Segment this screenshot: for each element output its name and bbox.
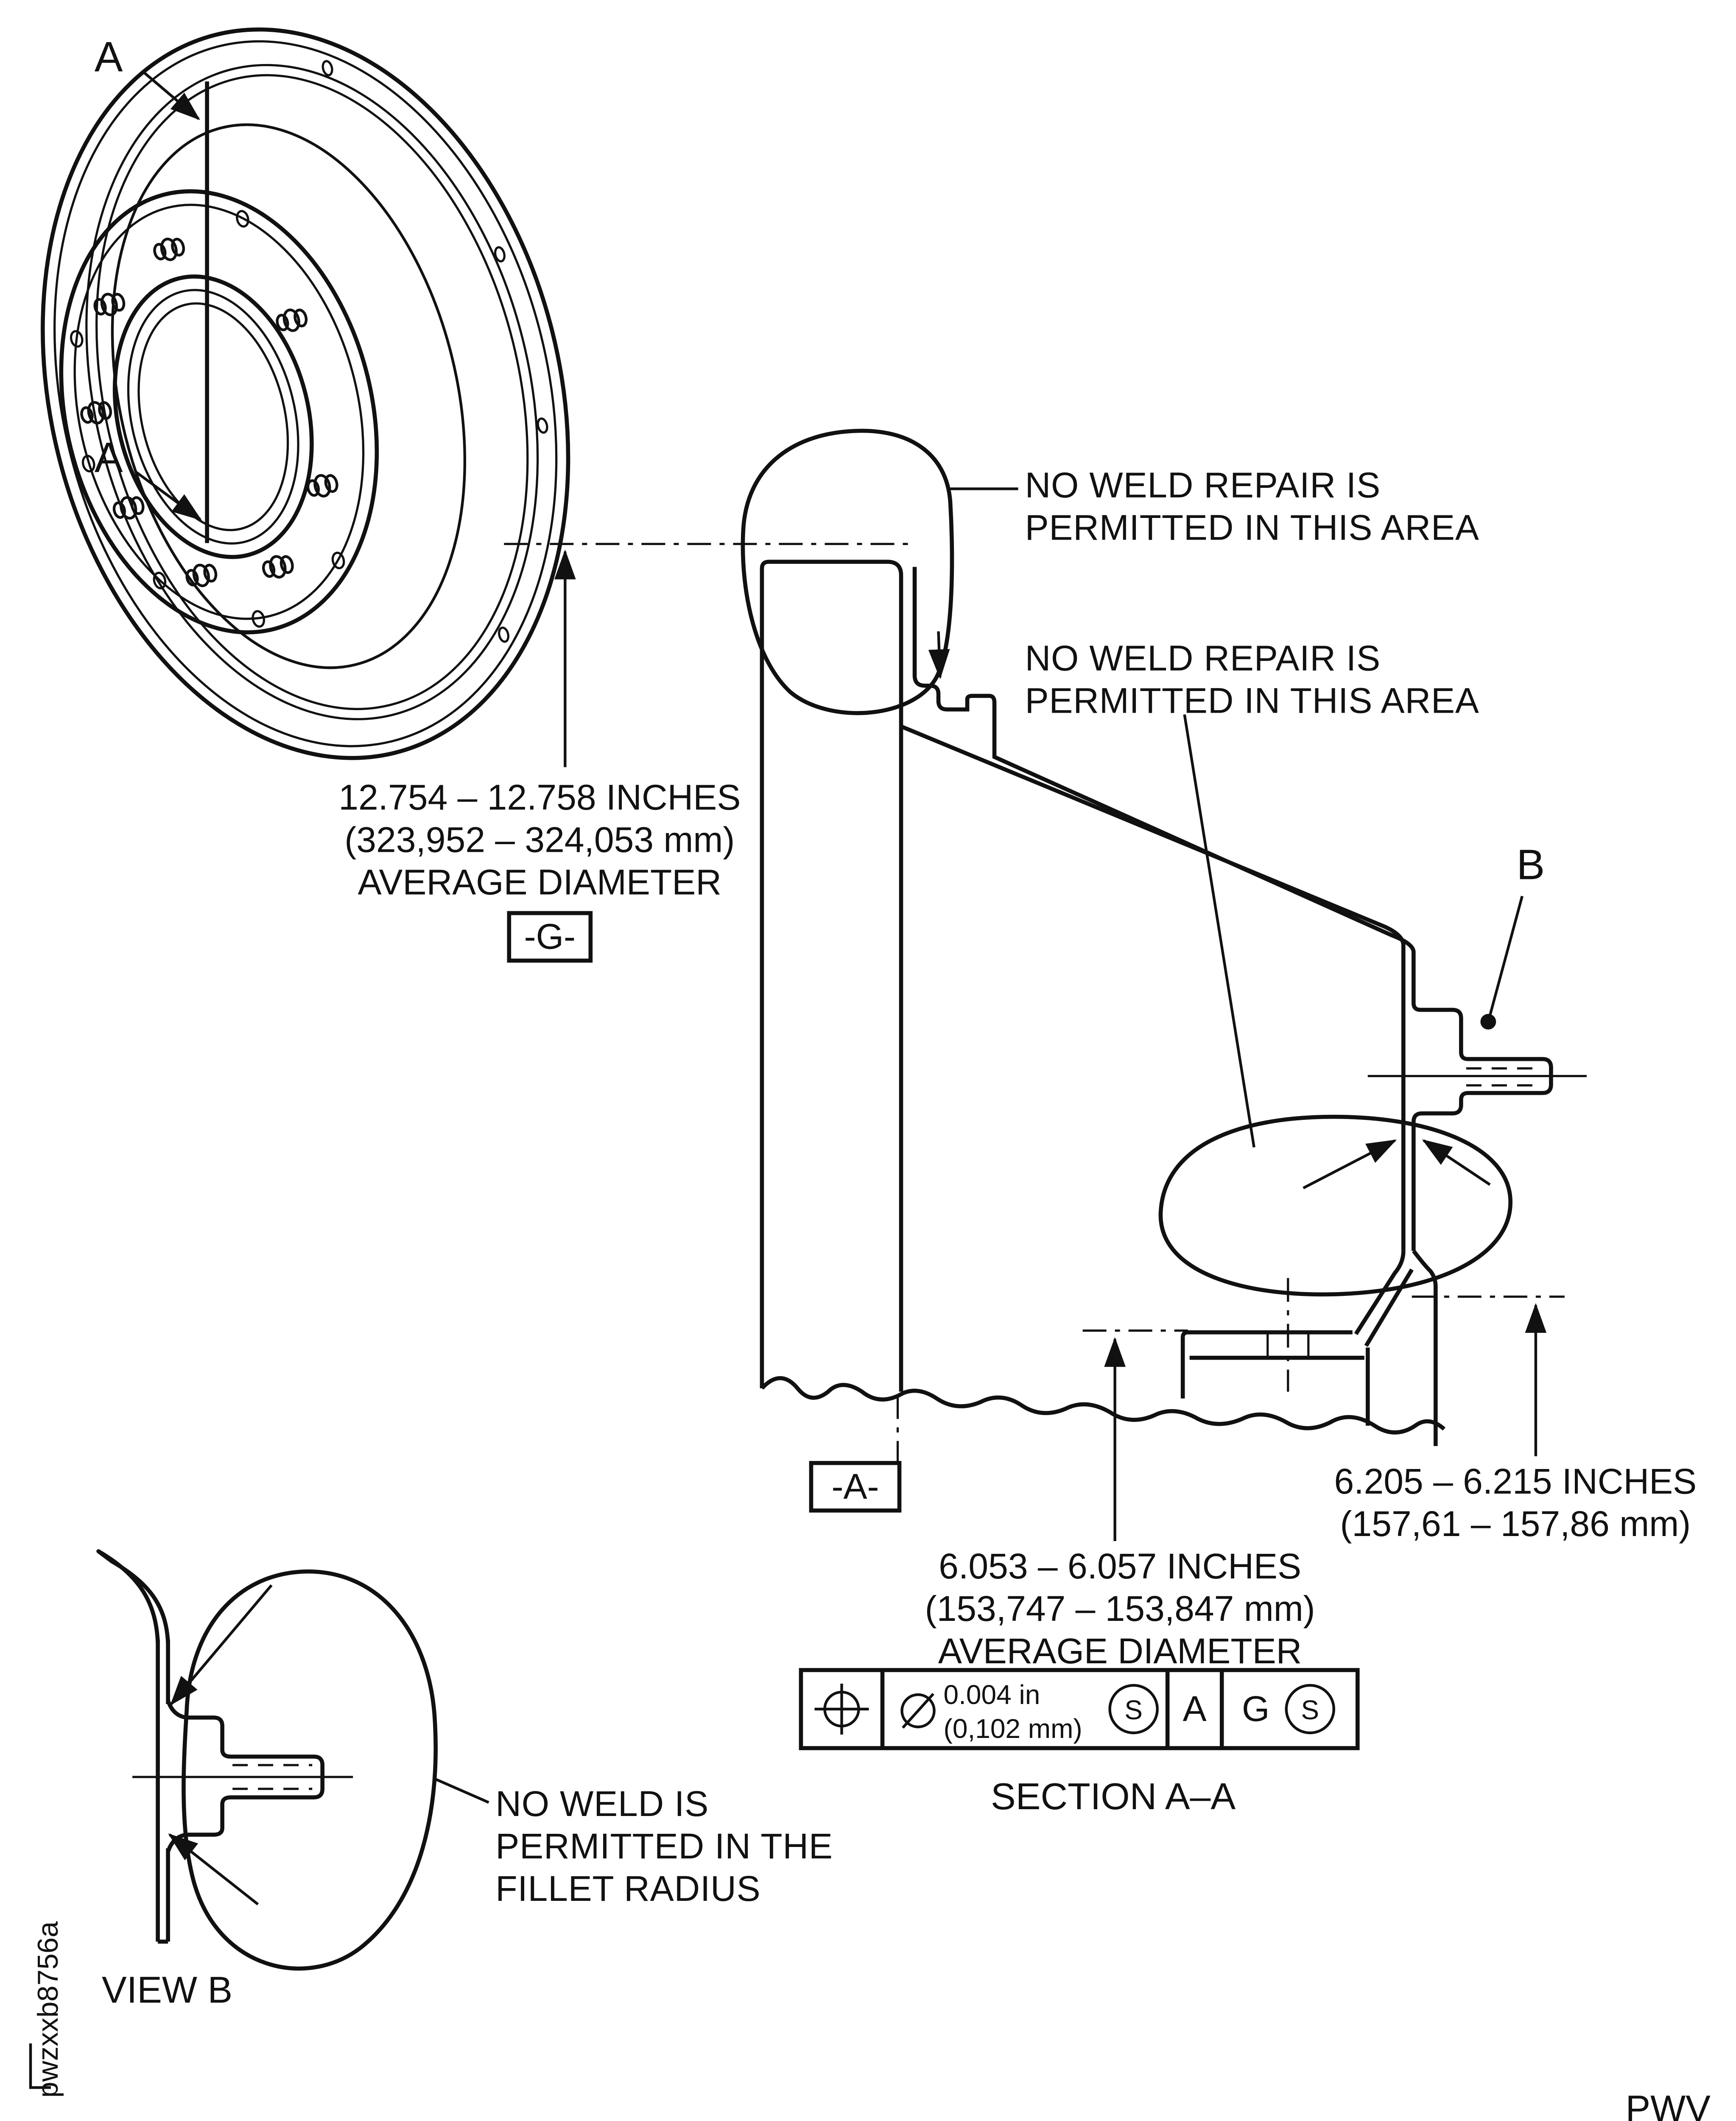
drum-dim-line-3: AVERAGE DIAMETER xyxy=(358,862,721,902)
drum-dim-line-2: (323,952 – 324,053 mm) xyxy=(344,820,735,859)
material-condition-circle-2 xyxy=(1285,1684,1335,1735)
rim-hole xyxy=(537,417,548,434)
view-b-detail: NO WELD IS PERMITTED IN THE FILLET RADIU… xyxy=(96,1549,833,2011)
footer-code: PWV xyxy=(1625,2087,1711,2121)
figure-code-bracket xyxy=(29,2043,51,2089)
fillet-note-line-3: FILLET RADIUS xyxy=(495,1869,760,1908)
weld-note-2-line-1: NO WELD REPAIR IS xyxy=(1025,638,1381,678)
hub-cone-line-1 xyxy=(1354,1251,1406,1335)
hub-od-dim-line-2: (157,61 – 157,86 mm) xyxy=(1340,1504,1691,1544)
weld-note-1-line-1: NO WELD REPAIR IS xyxy=(1025,465,1381,505)
bore-dim-line-2: (153,747 – 153,847 mm) xyxy=(925,1589,1315,1629)
detail-b-label: B xyxy=(1517,841,1545,889)
diameter-symbol-icon xyxy=(900,1693,936,1729)
cutting-plane-arrow-mid xyxy=(135,470,202,521)
fcf-mc1: S xyxy=(1124,1695,1143,1725)
stud-icon xyxy=(80,401,112,425)
wheel-studs xyxy=(80,238,338,588)
figure-code-vertical: pwzxxb8756a xyxy=(32,1921,64,2098)
section-title: SECTION A–A xyxy=(991,1775,1236,1817)
stud-icon xyxy=(185,563,218,588)
fillet-arrow-upper xyxy=(170,1584,273,1706)
cutting-plane-label-mid: A xyxy=(95,434,123,481)
fcf-tolerance-mm: (0,102 mm) xyxy=(944,1713,1082,1744)
fillet-note-leader xyxy=(433,1777,489,1804)
no-weld-arrow-right xyxy=(1422,1139,1491,1186)
section-backplate-inner xyxy=(900,724,1406,1251)
fcf-tolerance-in: 0.004 in xyxy=(944,1679,1040,1710)
fcf-outline xyxy=(799,1668,1360,1750)
flange-hole xyxy=(81,455,95,473)
flange-hole xyxy=(252,610,266,628)
stud-icon xyxy=(93,293,126,316)
fcf-datum1: A xyxy=(1183,1689,1207,1729)
flange-hole xyxy=(153,571,167,590)
flange-hole xyxy=(70,330,84,348)
weld-note-1-line-2: PERMITTED IN THIS AREA xyxy=(1025,507,1479,547)
drum-dim-line-1: 12.754 – 12.758 INCHES xyxy=(338,777,741,817)
drum-rim-ring-3 xyxy=(85,64,539,720)
fillet-note-line-1: NO WELD IS xyxy=(495,1784,709,1824)
flange-holes xyxy=(70,210,345,628)
datum-g-label: -G- xyxy=(524,917,576,957)
view-b-title: VIEW B xyxy=(102,1969,232,2011)
no-weld-balloon-1 xyxy=(741,428,954,715)
no-weld-balloon-2 xyxy=(1158,1114,1512,1297)
stud-icon xyxy=(306,474,338,498)
viewb-plate-inner-curl xyxy=(111,1559,170,1643)
no-weld-arrow-step xyxy=(928,631,950,680)
hub-flange-inner xyxy=(73,204,365,620)
stud-icon xyxy=(153,238,185,261)
hub-bore-ring-1 xyxy=(112,274,314,559)
bore-dim-line-1: 6.053 – 6.057 INCHES xyxy=(939,1546,1301,1586)
drum-inner-shoulder xyxy=(111,123,467,669)
section-a-a-view: B 12.754 – 12.758 INCHES (323,952 – 324,… xyxy=(338,428,1697,1817)
fillet-no-weld-balloon xyxy=(182,1569,438,1971)
drum-outer-rim xyxy=(41,27,570,760)
fillet-note-line-2: PERMITTED IN THE xyxy=(495,1826,833,1866)
viewb-curl-tip xyxy=(96,1549,114,1564)
cutting-plane-label-top: A xyxy=(95,33,123,81)
hub-skirt-outer xyxy=(1412,1249,1438,1446)
section-drum-wall xyxy=(760,560,903,1388)
fillet-arrow-lower xyxy=(168,1833,259,1906)
cutting-plane-arrow-top xyxy=(142,70,200,120)
drum-rim-ring-4 xyxy=(95,74,529,710)
no-weld-arrow-left xyxy=(1303,1139,1397,1189)
fcf-mc2: S xyxy=(1301,1695,1319,1725)
break-line xyxy=(760,1376,1446,1435)
position-symbol-icon xyxy=(814,1683,869,1735)
material-condition-circle-1 xyxy=(1108,1684,1159,1735)
datum-a-box xyxy=(809,1461,902,1513)
rim-hole xyxy=(494,246,506,263)
stud-icon xyxy=(262,555,294,579)
rim-hole xyxy=(321,60,333,76)
drum-pictorial-view: A A xyxy=(41,27,570,760)
rim-hole xyxy=(498,627,510,643)
flange-hole xyxy=(236,210,249,228)
bearing-shoulder-top xyxy=(1180,1330,1353,1338)
hub-bore-ring-3 xyxy=(137,302,289,532)
datum-a-label: -A- xyxy=(831,1466,879,1506)
hub-flange-outer xyxy=(59,189,379,635)
weld-note-2-line-2: PERMITTED IN THIS AREA xyxy=(1025,680,1479,720)
flange-hole xyxy=(331,551,345,570)
feature-control-frame: 0.004 in (0,102 mm) S A G S xyxy=(799,1668,1360,1750)
section-hub-outer-profile xyxy=(912,567,1553,1251)
detail-b-leader xyxy=(1487,895,1524,1022)
bore-dim-line-3: AVERAGE DIAMETER xyxy=(938,1631,1302,1671)
stud-icon xyxy=(112,496,145,520)
hub-od-dim-line-1: 6.205 – 6.215 INCHES xyxy=(1334,1461,1697,1501)
figure-codes: pwzxxb8756a PWV xyxy=(29,1921,1711,2121)
datum-g-box xyxy=(507,911,593,963)
hub-cone-line-2 xyxy=(1364,1268,1414,1347)
stud-icon xyxy=(276,308,308,332)
note-2-leader xyxy=(1183,714,1255,1148)
fcf-datum2: G xyxy=(1242,1689,1269,1729)
rim-holes xyxy=(321,60,548,643)
hub-bore-ring-2 xyxy=(127,289,299,545)
viewb-plate-outer-curl xyxy=(97,1549,160,1643)
